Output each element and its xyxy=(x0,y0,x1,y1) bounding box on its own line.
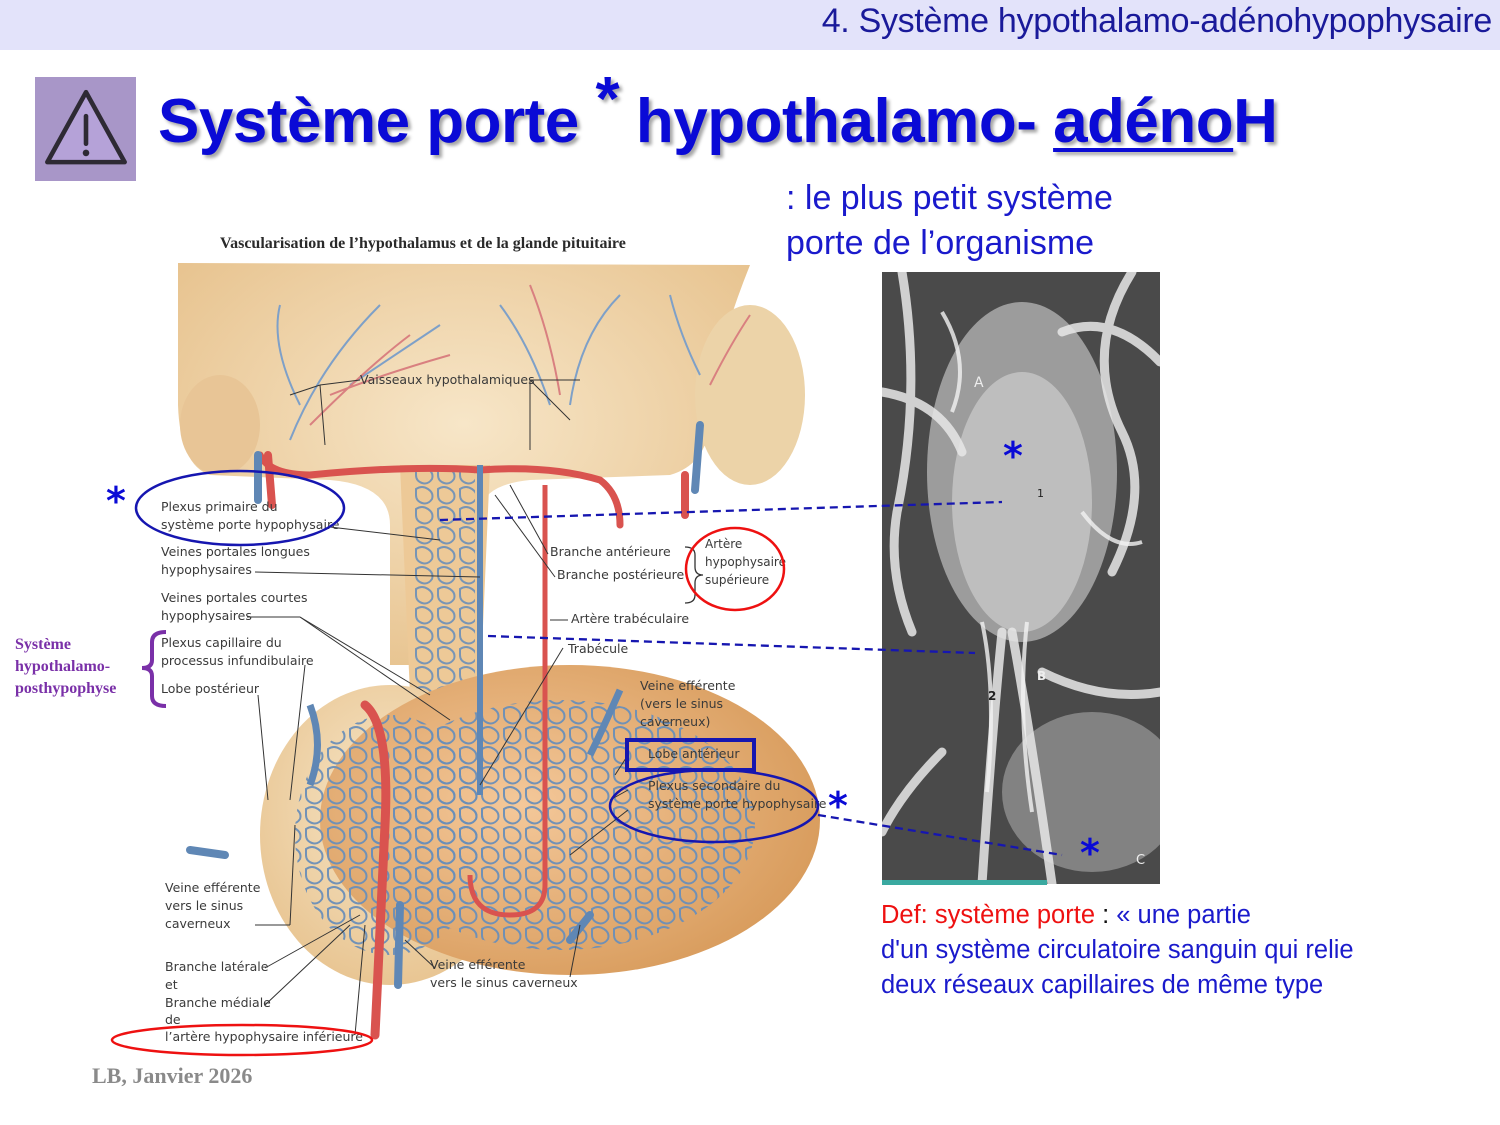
label-veines-longues-2: hypophysaires xyxy=(161,562,252,577)
label-veine-efferente-1: Veine efférente xyxy=(640,678,736,693)
title-part-adeno: adéno xyxy=(1053,87,1234,156)
label-plexus-primaire-2: système porte hypophysaire xyxy=(161,517,340,532)
micrograph-scale-strip xyxy=(882,880,1047,885)
warning-triangle-icon xyxy=(44,89,127,165)
subtitle-line-2: porte de l’organisme xyxy=(786,224,1095,262)
warning-icon-box xyxy=(35,77,136,181)
definition-line-2: d'un système circulatoire sanguin qui re… xyxy=(881,936,1354,964)
label-branche-laterale: Branche latérale xyxy=(165,959,269,974)
page-title: Système porte * hypothalamo- adénoH xyxy=(158,65,1278,157)
section-title: 4. Système hypothalamo-adénohypophysaire xyxy=(821,2,1493,40)
label-plexus-capillaire-1: Plexus capillaire du xyxy=(161,635,282,650)
label-branche-posterieure: Branche postérieure xyxy=(557,567,685,582)
definition-line-3: deux réseaux capillaires de même type xyxy=(881,971,1324,999)
title-part-hypothalamo: hypothalamo- xyxy=(635,87,1037,156)
micrograph-vessels: A 1 2 B C xyxy=(882,272,1160,884)
definition-term: Def: système porte xyxy=(881,901,1095,929)
title-part-systeme-porte: Système porte xyxy=(158,87,579,156)
anatomical-figure: Vascularisation de l’hypothalamus et de … xyxy=(150,225,827,1055)
label-lobe-anterieur: Lobe antérieur xyxy=(648,746,740,761)
star-secondary-plexus: * xyxy=(828,784,848,828)
star-primary-plexus: * xyxy=(106,479,126,523)
label-artere-sup-1: Artère xyxy=(705,537,743,551)
label-trabecule: Trabécule xyxy=(568,641,629,656)
micrograph-image: A 1 2 B C xyxy=(882,272,1160,884)
label-artere-trabeculaire: Artère trabéculaire xyxy=(571,611,690,626)
label-vaisseaux-hypothalamiques: Vaisseaux hypothalamiques xyxy=(360,372,535,387)
micro-label-c: C xyxy=(1136,853,1145,868)
subtitle-line-1: : le plus petit système xyxy=(786,179,1113,217)
subtitle: : le plus petit système porte de l’organ… xyxy=(786,176,1113,266)
label-veines-courtes-1: Veines portales courtes xyxy=(161,590,308,605)
label-veine-efferente-left-1: Veine efférente xyxy=(165,880,261,895)
posthypophyse-system-label: Système hypothalamo- posthypophyse xyxy=(15,634,116,700)
micro-label-2: 2 xyxy=(988,689,996,703)
purple-label-line-1: Système xyxy=(15,636,71,653)
definition-colon: : xyxy=(1095,901,1117,929)
label-et: et xyxy=(165,977,178,992)
label-branche-anterieure: Branche antérieure xyxy=(550,544,671,559)
label-artere-sup-2: hypophysaire xyxy=(705,555,786,569)
label-plexus-secondaire-1: Plexus secondaire du xyxy=(648,778,781,793)
label-veine-efferente-bottom-1: Veine efférente xyxy=(430,957,526,972)
label-plexus-secondaire-2: système porte hypophysaire xyxy=(648,796,827,811)
label-veines-courtes-2: hypophysaires xyxy=(161,608,252,623)
definition-line-1: « une partie xyxy=(1116,901,1251,929)
micro-label-a: A xyxy=(974,375,984,391)
title-part-h: H xyxy=(1233,87,1278,156)
label-lobe-posterieur: Lobe postérieur xyxy=(161,681,260,696)
micro-label-1: 1 xyxy=(1037,487,1044,500)
title-star: * xyxy=(595,65,620,134)
label-veines-longues-1: Veines portales longues xyxy=(161,544,310,559)
label-veine-efferente-3: caverneux) xyxy=(640,714,711,729)
label-veine-efferente-left-2: vers le sinus xyxy=(165,898,244,913)
figure-title: Vascularisation de l’hypothalamus et de … xyxy=(220,235,626,252)
label-veine-efferente-bottom-2: vers le sinus caverneux xyxy=(430,975,578,990)
header-band: 4. Système hypothalamo-adénohypophysaire xyxy=(0,0,1500,50)
label-veine-efferente-left-3: caverneux xyxy=(165,916,231,931)
label-veine-efferente-2: (vers le sinus xyxy=(640,696,724,711)
micro-label-b: B xyxy=(1037,669,1046,683)
label-branche-mediale: Branche médiale xyxy=(165,995,271,1010)
label-de: de xyxy=(165,1012,181,1027)
star-micrograph-top: * xyxy=(1003,434,1023,478)
star-micrograph-bottom: * xyxy=(1080,831,1100,875)
purple-label-line-2: hypothalamo- xyxy=(15,658,111,675)
label-artere-inferieure: l’artère hypophysaire inférieure xyxy=(165,1029,363,1044)
purple-label-line-3: posthypophyse xyxy=(15,680,117,697)
footer-author-date: LB, Janvier 2026 xyxy=(92,1063,253,1088)
portal-system-definition: Def: système porte : « une partie d'un s… xyxy=(881,898,1354,1003)
label-plexus-capillaire-2: processus infundibulaire xyxy=(161,653,314,668)
label-plexus-primaire-1: Plexus primaire du xyxy=(161,499,278,514)
label-artere-sup-3: supérieure xyxy=(705,573,770,587)
